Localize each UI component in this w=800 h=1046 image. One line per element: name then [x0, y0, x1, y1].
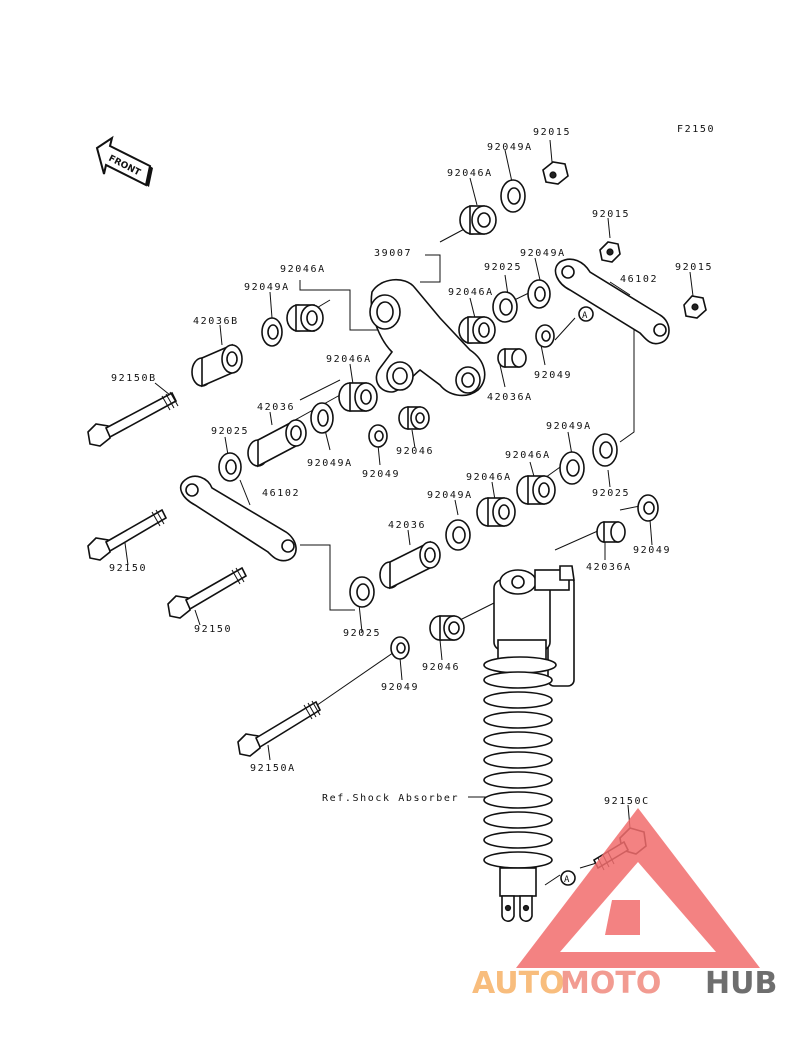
- marker-a-top: [578, 306, 594, 322]
- part-label: 92150A: [250, 763, 296, 774]
- part-label: 92046A: [448, 287, 494, 298]
- part-label: 39007: [374, 248, 412, 259]
- part-label: 92046A: [326, 354, 372, 365]
- part-label: 92049A: [520, 248, 566, 259]
- collar-42036a-right: [596, 521, 626, 543]
- bolt-92150-upper: [87, 508, 168, 561]
- bearing-92046a-right: [516, 475, 556, 505]
- collar-42036-upper: [247, 418, 307, 468]
- tie-rod-46102-lower: [179, 475, 297, 562]
- part-labels: 92015 92049A 92046A 92015 39007 92049A 9…: [109, 127, 713, 807]
- tie-rod-46102-top: [554, 258, 670, 345]
- part-label: 42036: [257, 402, 295, 413]
- watermark-hub: HUB: [705, 966, 777, 1001]
- rocker-arm-39007: [369, 279, 486, 397]
- part-label: 92049A: [427, 490, 473, 501]
- part-label: 42036A: [487, 392, 533, 403]
- part-label: 92025: [343, 628, 381, 639]
- part-label: 42036B: [193, 316, 239, 327]
- shock-absorber: [483, 565, 575, 922]
- bearing-92046a-right-2: [476, 497, 516, 527]
- part-drawings: A: [87, 161, 707, 922]
- part-label: 92150: [109, 563, 147, 574]
- part-label: 92025: [592, 488, 630, 499]
- part-label: 92046A: [280, 264, 326, 275]
- collar-42036a-top: [497, 348, 527, 368]
- part-label: 92049: [534, 370, 572, 381]
- part-label: 92046: [396, 446, 434, 457]
- part-label: 92015: [592, 209, 630, 220]
- nut-92015-top: [542, 161, 569, 185]
- marker-a-bottom: [560, 870, 576, 886]
- part-label: 46102: [262, 488, 300, 499]
- diagram-code: F2150: [677, 124, 715, 135]
- part-label: 92150: [194, 624, 232, 635]
- bolt-92150-lower: [167, 566, 248, 619]
- part-label: 92049A: [546, 421, 592, 432]
- part-label: 92049A: [487, 142, 533, 153]
- marker-a-top-label: A: [582, 311, 588, 321]
- ref-shock-absorber-label: Ref.Shock Absorber: [322, 793, 459, 804]
- part-label: 92150C: [604, 796, 650, 807]
- part-label: 92049: [381, 682, 419, 693]
- part-label: 92015: [675, 262, 713, 273]
- bearing-92046-lower: [429, 615, 465, 641]
- part-label: 42036: [388, 520, 426, 531]
- watermark-logo: AUTO MOTO HUB: [472, 808, 777, 1001]
- bearing-92046-center: [398, 406, 430, 430]
- part-label: 92049A: [307, 458, 353, 469]
- part-label: 92046A: [505, 450, 551, 461]
- marker-a-bottom-label: A: [564, 875, 570, 885]
- bolt-92150a: [237, 700, 322, 757]
- collar-42036b: [191, 343, 243, 388]
- part-label: 92049: [362, 469, 400, 480]
- bolt-92150b: [87, 391, 179, 447]
- part-label: 92049A: [244, 282, 290, 293]
- part-label: 92046A: [466, 472, 512, 483]
- bearing-92046a-top: [459, 205, 497, 235]
- bearing-92046a-lower: [338, 382, 378, 412]
- part-label: 92046: [422, 662, 460, 673]
- part-label: 92150B: [111, 373, 157, 384]
- watermark-moto: MOTO: [560, 966, 661, 1001]
- part-label: 46102: [620, 274, 658, 285]
- bearing-92046a-center: [458, 316, 496, 344]
- part-label: 42036A: [586, 562, 632, 573]
- part-label: 92025: [211, 426, 249, 437]
- shock-spring: [483, 671, 553, 869]
- collar-42036-lower: [379, 540, 441, 590]
- part-label: 92046A: [447, 168, 493, 179]
- watermark-auto: AUTO: [472, 966, 565, 1001]
- front-arrow-icon: FRONT: [95, 135, 153, 187]
- part-label: 92015: [533, 127, 571, 138]
- part-label: 92025: [484, 262, 522, 273]
- bearing-92046a-left: [286, 304, 324, 332]
- part-label: 92049: [633, 545, 671, 556]
